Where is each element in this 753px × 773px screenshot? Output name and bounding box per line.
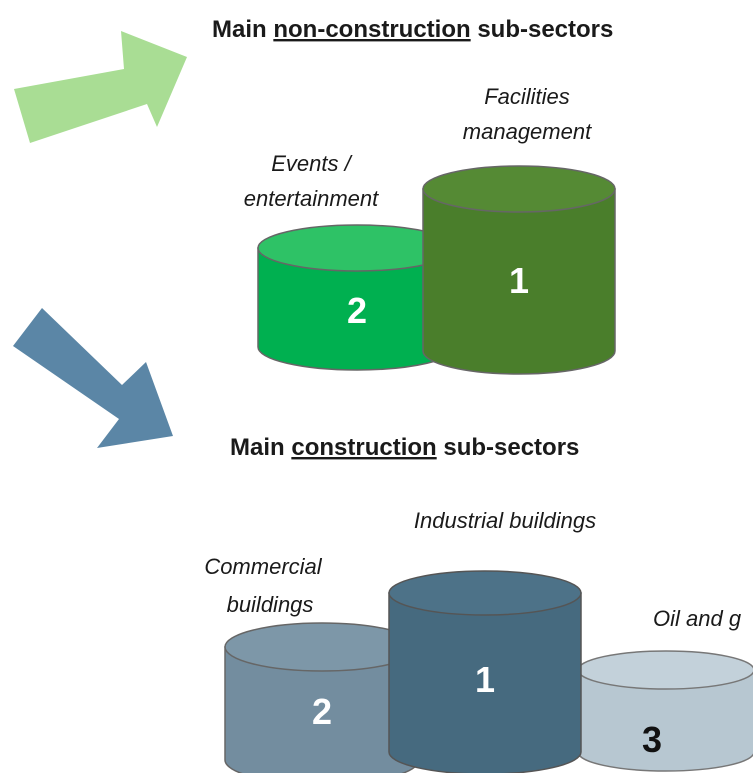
industrial-cylinder-body bbox=[388, 592, 582, 773]
events-rank: 2 bbox=[347, 290, 367, 331]
events-label-line2: entertainment bbox=[244, 186, 379, 211]
blue-arrow-icon bbox=[13, 308, 173, 448]
facilities-management-cylinder: 1 bbox=[422, 165, 616, 375]
oil-cylinder-body bbox=[577, 669, 753, 772]
commercial-label-line2: buildings bbox=[227, 592, 314, 617]
construction-title: Main construction sub-sectors bbox=[230, 434, 579, 461]
events-entertainment-cylinder: 2 bbox=[257, 224, 457, 371]
facilities-rank: 1 bbox=[509, 260, 529, 301]
oil-cylinder-top bbox=[577, 650, 753, 690]
commercial-cylinder-body bbox=[224, 646, 420, 773]
facilities-label-line2: management bbox=[463, 119, 592, 144]
green-arrow-icon bbox=[14, 31, 187, 143]
oil-gas-cylinder: 3 bbox=[577, 650, 753, 772]
oil-rank: 3 bbox=[642, 719, 662, 760]
industrial-label: Industrial buildings bbox=[414, 508, 596, 533]
facilities-cylinder-top bbox=[422, 165, 616, 213]
industrial-cylinder-top bbox=[388, 570, 582, 616]
events-label: Events / bbox=[271, 151, 352, 176]
non-construction-title: Main non-construction sub-sectors bbox=[212, 16, 613, 43]
commercial-rank: 2 bbox=[312, 691, 332, 732]
commercial-buildings-cylinder: 2 bbox=[224, 622, 420, 773]
facilities-label: Facilities bbox=[484, 84, 570, 109]
oil-gas-label: Oil and g bbox=[653, 606, 742, 631]
commercial-label: Commercial bbox=[204, 554, 322, 579]
industrial-rank: 1 bbox=[475, 659, 495, 700]
facilities-cylinder-body bbox=[422, 188, 616, 375]
industrial-buildings-cylinder: 1 bbox=[388, 570, 582, 773]
